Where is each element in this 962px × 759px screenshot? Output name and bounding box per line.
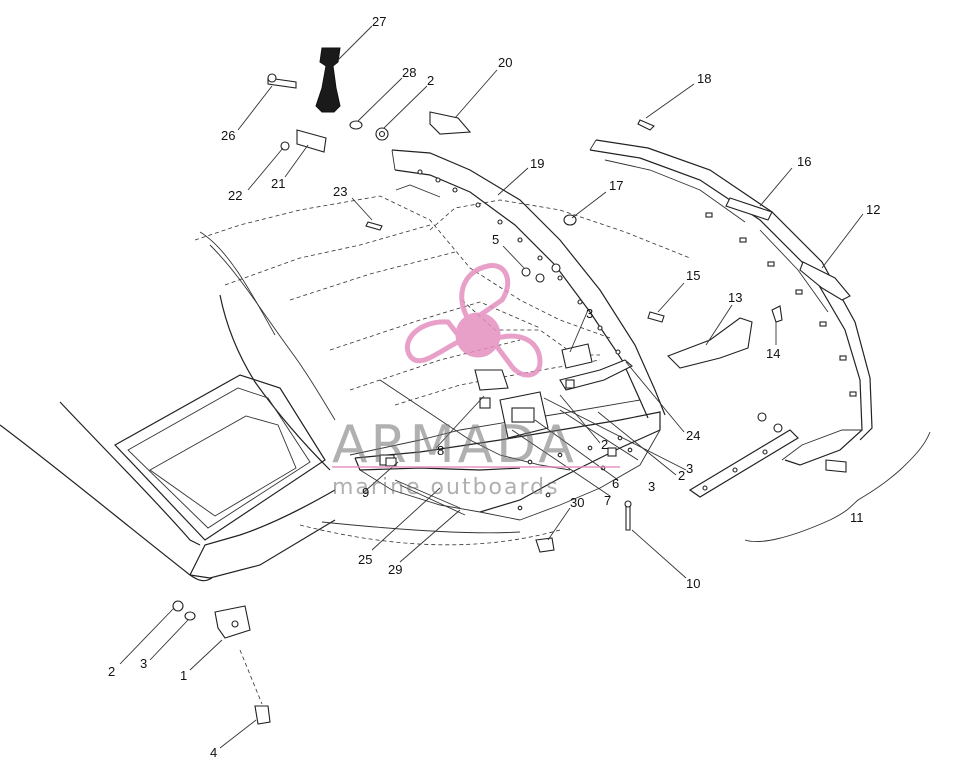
callout-4: 4: [210, 745, 217, 759]
bumper-holes: [705, 212, 857, 397]
propeller-logo-icon: [405, 263, 543, 378]
part-28-washer: [349, 120, 363, 130]
callout-29: 29: [388, 562, 402, 577]
hood-body: [0, 231, 561, 582]
watermark-subtitle: marine outboards: [332, 475, 560, 500]
callout-13: 13: [728, 290, 742, 305]
part-20-latch: [429, 111, 472, 135]
callout-9: 9: [362, 485, 369, 500]
callout-1: 1: [180, 668, 187, 683]
callout-3-low: 3: [648, 479, 655, 494]
callout-26: 26: [221, 128, 235, 143]
callout-24: 24: [686, 428, 700, 443]
inner-frame: [194, 195, 691, 471]
callout-3: 3: [586, 306, 593, 321]
callout-15: 15: [686, 268, 700, 283]
callout-21: 21: [271, 176, 285, 191]
callout-2-lower: 2: [108, 664, 115, 679]
callout-11: 11: [850, 510, 864, 525]
callout-14: 14: [766, 346, 780, 361]
watermark: ARMADA marine outboards: [332, 263, 620, 500]
callout-28: 28: [402, 65, 416, 80]
callout-30: 30: [570, 495, 584, 510]
callout-23: 23: [333, 184, 347, 199]
callout-8: 8: [437, 443, 444, 458]
callout-2-right: 2: [678, 468, 685, 483]
part-21-plate: [296, 129, 327, 153]
callout-20: 20: [498, 55, 512, 70]
callout-19: 19: [530, 156, 544, 171]
callout-17: 17: [609, 178, 623, 193]
callout-27: 27: [372, 14, 386, 29]
callout-3-lower: 3: [140, 656, 147, 671]
frame-holes: [417, 169, 621, 355]
part-12-bracket: [799, 261, 851, 301]
callout-2-mid: 2: [601, 437, 608, 452]
bumper-assembly: [589, 139, 931, 543]
small-parts: [172, 47, 851, 725]
front-frame: [391, 149, 666, 419]
callout-5: 5: [492, 232, 499, 247]
callout-7: 7: [604, 493, 611, 508]
callout-labels: 27 28 2 20 18 26 21 22 23 19 17 16 12 5 …: [108, 14, 880, 759]
watermark-title: ARMADA: [332, 415, 577, 475]
part-8-block: [474, 369, 509, 391]
part-16-strip: [725, 197, 773, 221]
callout-6: 6: [612, 476, 619, 491]
callout-12: 12: [866, 202, 880, 217]
callout-16: 16: [797, 154, 811, 169]
callout-22: 22: [228, 188, 242, 203]
part-27-handle: [315, 47, 341, 113]
leader-lines: [119, 25, 864, 749]
callout-3-mid: 3: [686, 461, 693, 476]
callout-25: 25: [358, 552, 372, 567]
callout-18: 18: [697, 71, 711, 86]
callout-2: 2: [427, 73, 434, 88]
part-24-arm: [559, 359, 633, 391]
callout-10: 10: [686, 576, 700, 591]
part-13-bracket: [667, 317, 753, 369]
